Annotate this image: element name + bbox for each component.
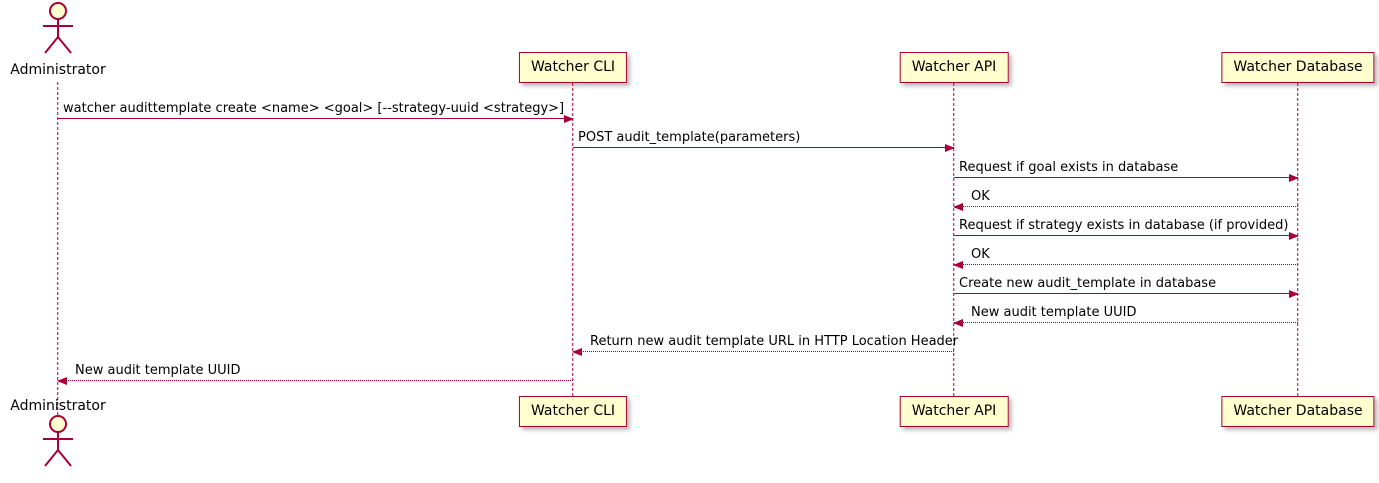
arrowhead-left-icon <box>953 318 963 327</box>
arrowhead-right-icon <box>564 114 574 123</box>
participant-label-administrator-top: Administrator <box>10 62 106 78</box>
message-label-5: Request if strategy exists in database (… <box>959 218 1289 233</box>
message-label-8: New audit template UUID <box>971 305 1137 320</box>
message-label-9: Return new audit template URL in HTTP Lo… <box>590 334 959 349</box>
message-6: OK <box>953 248 1298 269</box>
arrowhead-left-icon <box>57 376 67 385</box>
arrowhead-left-icon <box>572 347 582 356</box>
participant-box-watcher-cli-bottom: Watcher CLI <box>518 396 628 427</box>
arrowhead-right-icon <box>1289 173 1299 182</box>
actor-figure-administrator-bottom <box>35 415 81 467</box>
message-4: OK <box>953 190 1298 211</box>
message-label-3: Request if goal exists in database <box>959 160 1179 175</box>
arrowhead-left-icon <box>953 202 963 211</box>
participant-box-watcher-api-top: Watcher API <box>899 52 1009 83</box>
message-7: Create new audit_template in database <box>954 277 1299 298</box>
message-8: New audit template UUID <box>953 306 1298 327</box>
message-10: New audit template UUID <box>57 364 573 385</box>
lifeline-watcher-cli <box>572 83 574 396</box>
participant-box-watcher-database-bottom: Watcher Database <box>1221 396 1375 427</box>
participant-box-watcher-cli-top: Watcher CLI <box>518 52 628 83</box>
participant-box-watcher-database-top: Watcher Database <box>1221 52 1375 83</box>
actor-figure-administrator-top <box>35 2 81 54</box>
message-1: watcher audittemplate create <name> <goa… <box>58 102 574 123</box>
message-5: Request if strategy exists in database (… <box>954 219 1299 240</box>
participant-box-watcher-api-bottom: Watcher API <box>899 396 1009 427</box>
message-label-6: OK <box>971 247 990 262</box>
message-label-1: watcher audittemplate create <name> <goa… <box>63 101 565 116</box>
lifeline-watcher-database <box>1297 83 1299 396</box>
lifeline-administrator <box>57 82 59 415</box>
message-3: Request if goal exists in database <box>954 161 1299 182</box>
message-label-4: OK <box>971 189 990 204</box>
message-label-7: Create new audit_template in database <box>959 276 1217 291</box>
message-9: Return new audit template URL in HTTP Lo… <box>572 335 958 356</box>
message-2: POST audit_template(parameters) <box>573 131 955 152</box>
message-label-2: POST audit_template(parameters) <box>578 130 801 145</box>
arrowhead-right-icon <box>945 143 955 152</box>
arrowhead-left-icon <box>953 260 963 269</box>
arrowhead-right-icon <box>1289 231 1299 240</box>
message-label-10: New audit template UUID <box>75 363 241 378</box>
lifeline-watcher-api <box>953 83 955 396</box>
arrowhead-right-icon <box>1289 289 1299 298</box>
